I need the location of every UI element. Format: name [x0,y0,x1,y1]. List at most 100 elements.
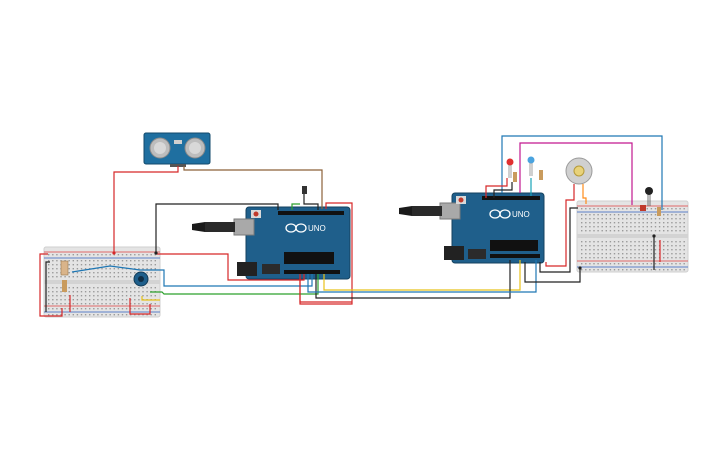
breadboard-hole [76,299,79,301]
breadboard-hole [609,218,612,220]
pushbutton[interactable] [640,205,646,211]
power-jack-left[interactable] [237,262,257,276]
breadboard-hole [630,222,632,224]
breadboard-hole [56,299,58,301]
breadboard-hole [60,276,62,278]
breadboard-hole [613,257,616,259]
breadboard-hole [634,253,636,255]
breadboard-hole [679,269,681,271]
breadboard-hole [581,269,583,271]
breadboard-hole [634,245,636,247]
wire-red-left-bb [39,253,63,317]
breadboard-hole [650,263,653,265]
breadboard-hole [125,287,128,289]
breadboard-hole [56,272,58,274]
breadboard-hole [601,263,603,265]
breadboard-hole [675,208,677,210]
breadboard-hole [150,276,152,278]
breadboard-hole [589,214,591,216]
breadboard-hole [650,226,653,228]
dc-motor[interactable] [565,157,593,185]
breadboard-hole [68,260,70,262]
breadboard-hole [581,222,583,224]
breadboard-hole [646,226,648,228]
reset-button-left[interactable] [253,211,259,217]
breadboard-hole [663,249,665,251]
breadboard-hole [80,308,83,310]
usb-connector-right[interactable] [439,202,461,220]
breadboard-hole [581,230,583,232]
breadboard-hole [109,264,111,266]
breadboard-hole [605,245,607,247]
breadboard-hole [72,268,74,270]
breadboard-hole [609,263,612,265]
breadboard-hole [84,260,87,262]
right-breadboard[interactable] [576,200,689,273]
resistor-blue-led[interactable] [539,170,543,180]
breadboard-hole [585,226,587,228]
arduino-left[interactable]: UNO [233,206,351,280]
blue-led[interactable] [527,156,535,177]
breadboard-hole [146,291,148,293]
breadboard-hole [142,268,144,270]
breadboard-hole [658,222,661,224]
breadboard-hole [60,287,62,289]
resistor-right-bb[interactable] [657,207,661,216]
breadboard-hole [121,303,124,305]
breadboard-hole [89,291,91,293]
power-jack-right[interactable] [444,246,464,260]
breadboard-hole [609,241,612,243]
breadboard-hole [52,314,54,316]
breadboard-hole [109,295,111,297]
breadboard-hole [109,268,111,270]
breadboard-hole [630,218,632,220]
breadboard-hole [642,230,644,232]
usb-cable-right[interactable] [399,206,442,216]
breadboard-hole [613,230,616,232]
breadboard-hole [585,230,587,232]
resistor-red-led[interactable] [513,172,517,182]
breadboard-hole [80,314,83,316]
breadboard-hole [146,260,148,262]
breadboard-hole [679,218,681,220]
usb-connector-left[interactable] [233,218,255,236]
breadboard-hole [679,253,681,255]
breadboard-hole [654,269,657,271]
breadboard-hole [134,314,136,316]
breadboard-hole [622,257,624,259]
breadboard-hole [56,314,58,316]
arduino-right[interactable]: UNO [439,192,545,264]
breadboard-hole [683,249,685,251]
reset-button-right[interactable] [458,197,464,203]
breadboard-hole [622,208,624,210]
breadboard-hole [138,308,140,310]
piezo-buzzer[interactable] [645,187,653,206]
wire-yellow-link [323,260,521,291]
breadboard-hole [134,254,136,256]
breadboard-hole [97,295,99,297]
breadboard-hole [76,272,79,274]
breadboard-hole [654,245,657,247]
breadboard-hole [679,222,681,224]
breadboard-hole [605,226,607,228]
breadboard-hole [150,308,152,310]
breadboard-hole [667,208,669,210]
red-led[interactable] [506,158,514,179]
breadboard-hole [658,226,661,228]
breadboard-hole [675,257,677,259]
resistor-left[interactable] [62,280,67,292]
breadboard-hole [130,308,132,310]
breadboard-hole [650,241,653,243]
breadboard-hole [597,222,599,224]
breadboard-hole [675,263,677,265]
breadboard-hole [68,254,70,256]
wire-red-motor [545,184,575,267]
photoresistor[interactable] [60,260,69,276]
breadboard-hole [113,291,115,293]
breadboard-hole [634,230,636,232]
usb-cable-left[interactable] [192,222,235,232]
ultrasonic-sensor[interactable] [143,132,211,167]
left-breadboard[interactable] [43,246,161,318]
breadboard-hole [142,314,144,316]
